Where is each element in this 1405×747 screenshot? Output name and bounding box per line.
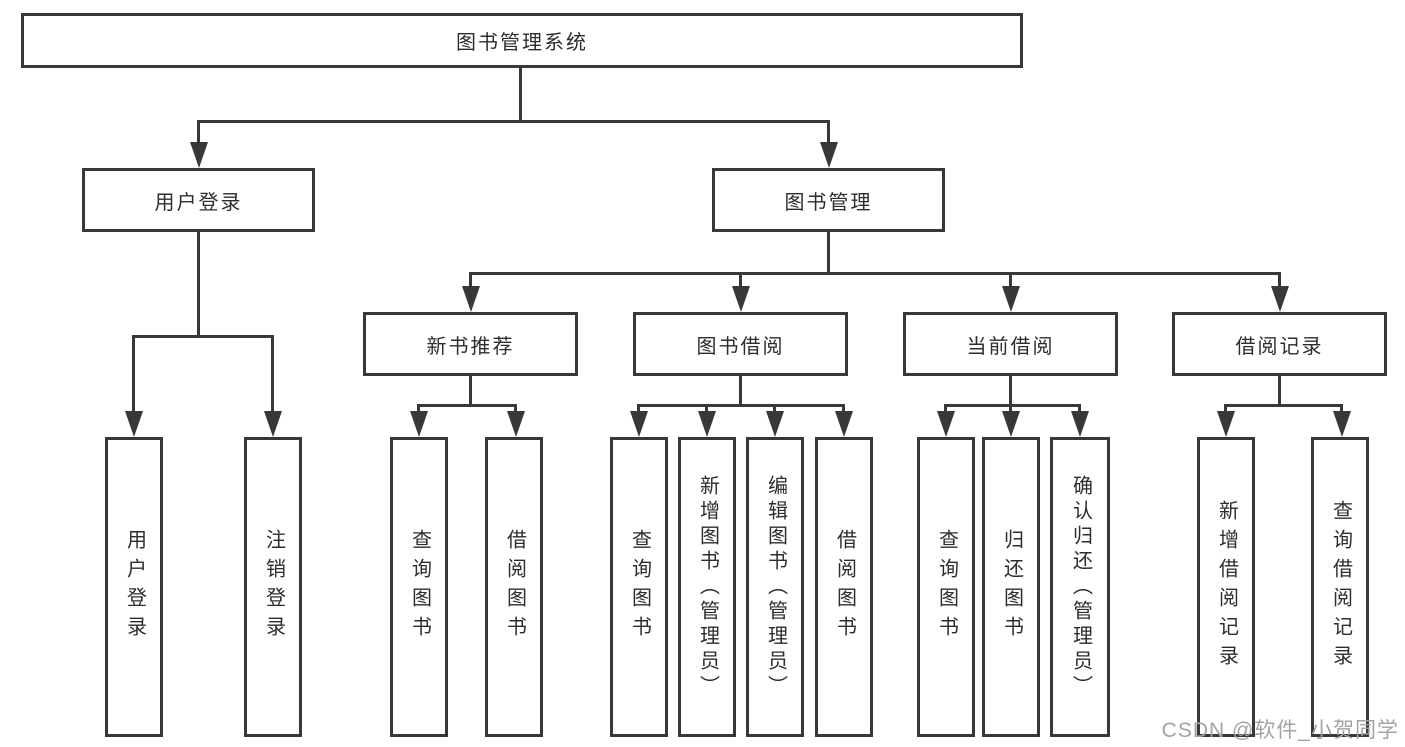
leaf-edit-book: 编辑图书（管理员）: [746, 437, 804, 737]
connector-line: [773, 404, 776, 413]
connector-line: [705, 404, 708, 413]
connector-line: [514, 404, 517, 413]
connector-line: [519, 68, 522, 123]
leaf-query-book-1: 查询图书: [390, 437, 448, 737]
connector-line: [271, 335, 274, 413]
leaf-logout-label: 注销登录: [262, 529, 285, 645]
leaf-query-borrow-record-label: 查询借阅记录: [1329, 500, 1352, 674]
arrow-down-icon: [819, 142, 838, 168]
leaf-return-book-label: 归还图书: [1000, 529, 1023, 645]
arrow-down-icon: [1270, 286, 1289, 312]
connector-line: [132, 335, 135, 413]
leaf-add-borrow-record: 新增借阅记录: [1197, 437, 1255, 737]
node-borrow-records-label: 借阅记录: [1235, 335, 1324, 358]
connector-line: [842, 404, 845, 413]
csdn-watermark: CSDN @软件_小贺同学: [1161, 719, 1399, 742]
leaf-borrow-book-1: 借阅图书: [485, 437, 543, 737]
arrow-down-icon: [697, 411, 716, 437]
connector-line: [1224, 404, 1227, 413]
leaf-logout: 注销登录: [244, 437, 302, 737]
leaf-return-book: 归还图书: [982, 437, 1040, 737]
connector-line: [197, 120, 830, 123]
leaf-add-book-label: 新增图书（管理员）: [696, 474, 719, 700]
arrow-down-icon: [263, 411, 282, 437]
arrow-down-icon: [1216, 411, 1235, 437]
connector-line: [1278, 376, 1281, 407]
leaf-query-book-1-label: 查询图书: [408, 529, 431, 645]
leaf-query-book-2-label: 查询图书: [628, 529, 651, 645]
connector-line: [1009, 376, 1012, 407]
connector-line: [197, 232, 200, 338]
arrow-down-icon: [936, 411, 955, 437]
node-root-label: 图书管理系统: [456, 32, 588, 54]
connector-line: [637, 404, 845, 407]
leaf-user-login-label: 用户登录: [123, 529, 146, 645]
arrow-down-icon: [461, 286, 480, 312]
node-book-management-label: 图书管理: [784, 191, 873, 214]
arrow-down-icon: [1001, 286, 1020, 312]
leaf-confirm-return: 确认归还（管理员）: [1050, 437, 1110, 737]
arrow-down-icon: [506, 411, 525, 437]
connector-line: [1009, 404, 1012, 413]
leaf-user-login: 用户登录: [105, 437, 163, 737]
connector-line: [827, 232, 830, 275]
leaf-query-book-3-label: 查询图书: [935, 529, 958, 645]
node-borrow-records: 借阅记录: [1172, 312, 1387, 376]
arrow-down-icon: [765, 411, 784, 437]
connector-line: [827, 120, 830, 146]
arrow-down-icon: [834, 411, 853, 437]
connector-line: [944, 404, 1081, 407]
connector-line: [944, 404, 947, 413]
connector-line: [417, 404, 420, 413]
node-user-login-label: 用户登录: [154, 191, 243, 214]
arrow-down-icon: [409, 411, 428, 437]
connector-line: [637, 404, 640, 413]
leaf-borrow-book-1-label: 借阅图书: [503, 529, 526, 645]
connector-line: [1078, 404, 1081, 413]
arrow-down-icon: [1332, 411, 1351, 437]
connector-line: [1224, 404, 1343, 407]
connector-line: [469, 272, 472, 288]
arrow-down-icon: [124, 411, 143, 437]
connector-line: [1009, 272, 1012, 288]
leaf-borrow-book-2: 借阅图书: [815, 437, 873, 737]
node-new-book-recommend: 新书推荐: [363, 312, 578, 376]
leaf-query-borrow-record: 查询借阅记录: [1311, 437, 1369, 737]
leaf-query-book-2: 查询图书: [610, 437, 668, 737]
connector-line: [1340, 404, 1343, 413]
node-book-borrow-label: 图书借阅: [696, 335, 785, 358]
connector-line: [469, 376, 472, 407]
arrow-down-icon: [629, 411, 648, 437]
arrow-down-icon: [1070, 411, 1089, 437]
connector-line: [197, 120, 200, 146]
node-book-borrow: 图书借阅: [633, 312, 848, 376]
connector-line: [739, 376, 742, 407]
leaf-confirm-return-label: 确认归还（管理员）: [1069, 474, 1092, 700]
leaf-add-book: 新增图书（管理员）: [678, 437, 736, 737]
arrow-down-icon: [189, 142, 208, 168]
node-root: 图书管理系统: [21, 13, 1023, 68]
arrow-down-icon: [731, 286, 750, 312]
leaf-add-borrow-record-label: 新增借阅记录: [1215, 500, 1238, 674]
node-book-management: 图书管理: [712, 168, 945, 232]
node-current-borrow: 当前借阅: [903, 312, 1118, 376]
node-user-login: 用户登录: [82, 168, 315, 232]
arrow-down-icon: [1001, 411, 1020, 437]
node-new-book-recommend-label: 新书推荐: [426, 335, 515, 358]
connector-line: [417, 404, 517, 407]
leaf-borrow-book-2-label: 借阅图书: [833, 529, 856, 645]
connector-line: [739, 272, 742, 288]
node-current-borrow-label: 当前借阅: [966, 335, 1055, 358]
connector-line: [469, 272, 1281, 275]
leaf-edit-book-label: 编辑图书（管理员）: [764, 474, 787, 700]
connector-line: [1278, 272, 1281, 288]
leaf-query-book-3: 查询图书: [917, 437, 975, 737]
connector-line: [132, 335, 274, 338]
